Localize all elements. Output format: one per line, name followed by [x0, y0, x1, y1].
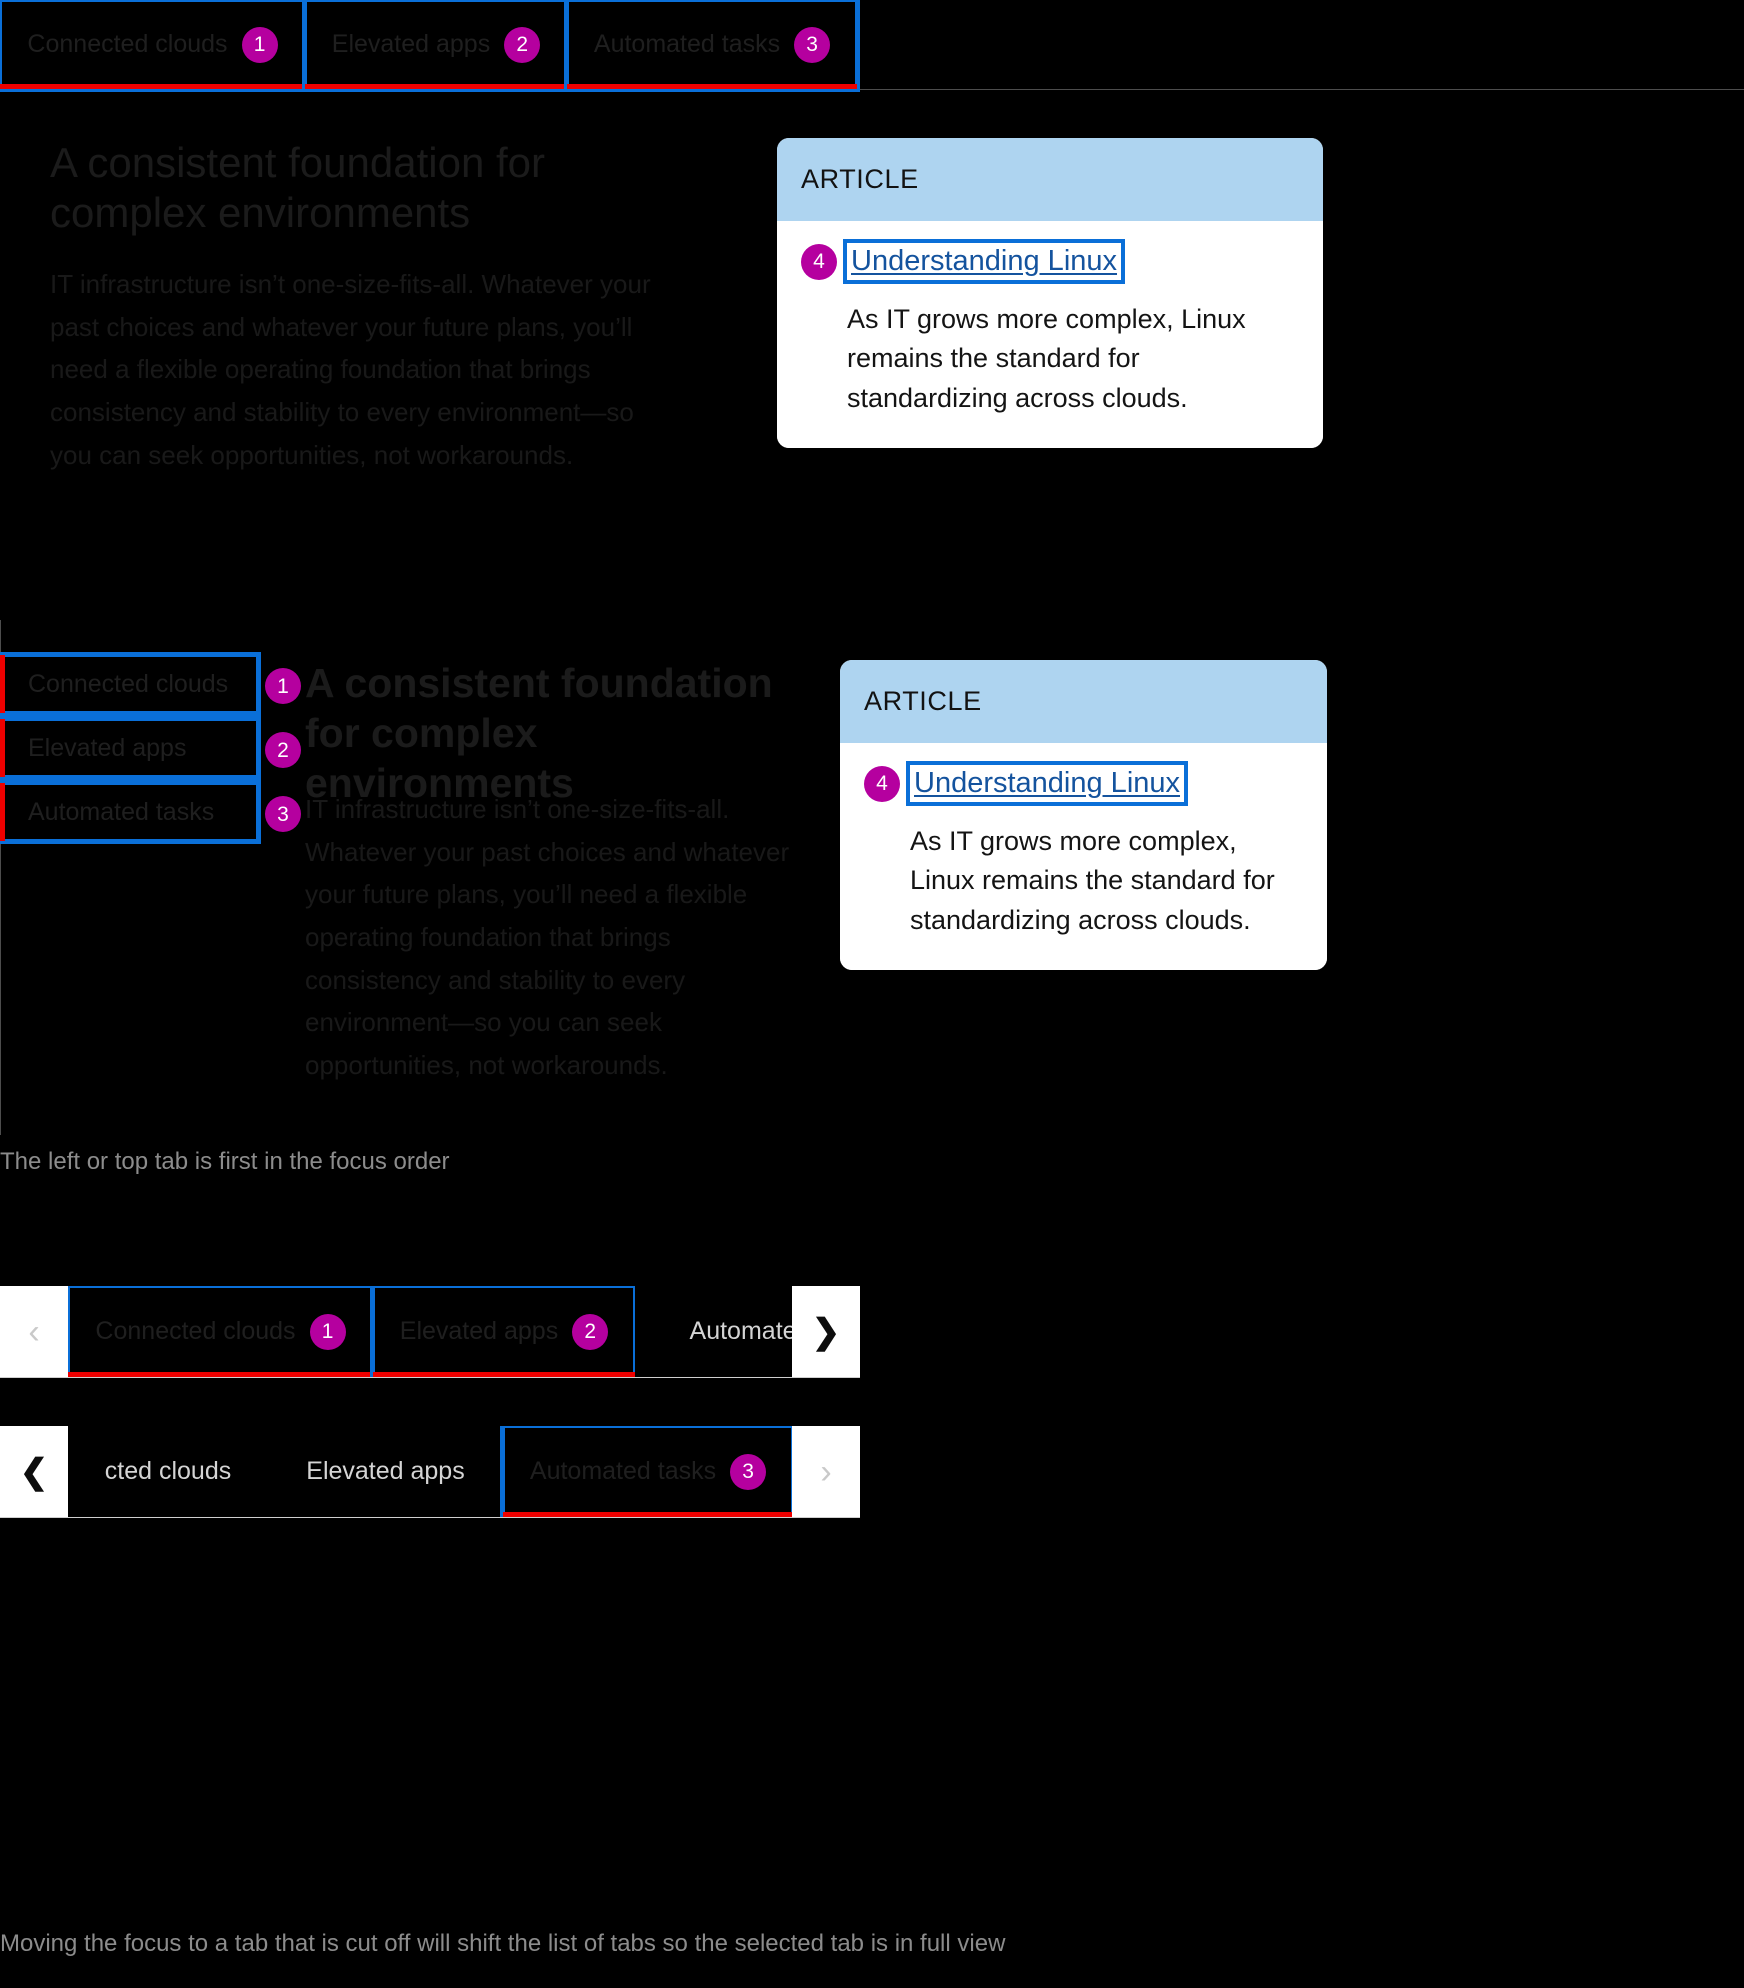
vtab-active-indicator [0, 783, 5, 841]
ctab-label: Connected clouds [95, 1317, 296, 1345]
horizontal-tabs-example: Connected clouds 1 Elevated apps 2 Autom… [0, 0, 1744, 620]
step-badge-1: 1 [265, 668, 301, 704]
tab-carousel-row-two: ❮ cted clouds Elevated apps Automated ta… [0, 1426, 860, 1518]
chevron-left-icon[interactable]: ‹ [0, 1286, 68, 1377]
chevron-left-icon[interactable]: ❮ [0, 1426, 68, 1517]
ctab-automated-tasks-cutoff[interactable]: Automated [635, 1286, 792, 1377]
article-card: ARTICLE 4 Understanding Linux As IT grow… [777, 138, 1323, 449]
ctab-connected-clouds-cutoff[interactable]: cted clouds [68, 1426, 268, 1517]
step-badge-2: 2 [504, 26, 541, 63]
ctab-label: Automated [689, 1317, 792, 1345]
panel-heading: A consistent foundation for complex envi… [305, 660, 773, 807]
ctab-label: Elevated apps [306, 1457, 465, 1485]
article-card-description: As IT grows more complex, Linux remains … [847, 304, 1246, 413]
article-link-row: 4 Understanding Linux [801, 239, 1299, 284]
tab-active-indicator [305, 84, 567, 89]
step-badge-3: 3 [265, 796, 301, 832]
step-badge-3: 3 [794, 26, 831, 63]
tab-connected-clouds[interactable]: Connected clouds 1 [0, 0, 308, 92]
vtab-elevated-apps[interactable]: Elevated apps [0, 716, 261, 780]
caption-focus-order: The left or top tab is first in the focu… [0, 1148, 450, 1175]
tablist-horizontal: Connected clouds 1 Elevated apps 2 Autom… [0, 0, 1744, 92]
tab-active-indicator [0, 84, 305, 89]
step-badge-1: 1 [241, 26, 278, 63]
step-badge-3: 3 [730, 1453, 767, 1490]
article-link-understanding-linux[interactable]: Understanding Linux [842, 239, 1126, 284]
ctab-active-indicator [68, 1372, 373, 1377]
tab-active-indicator [567, 84, 857, 89]
vtab-label: Connected clouds [28, 669, 229, 698]
step-badge-4: 4 [801, 243, 837, 280]
article-card-description: As IT grows more complex, Linux remains … [910, 826, 1275, 935]
vtab-active-indicator [0, 719, 5, 777]
ctab-elevated-apps[interactable]: Elevated apps [268, 1426, 503, 1517]
step-badge-2: 2 [265, 732, 301, 768]
tab-label: Elevated apps [331, 30, 491, 58]
step-badge-2: 2 [572, 1313, 609, 1350]
article-card-eyebrow: ARTICLE [840, 660, 1327, 743]
vertical-tabs-example: Connected clouds Elevated apps Automated… [0, 620, 1744, 1180]
step-badge-4: 4 [864, 765, 900, 802]
section-divider-rail [0, 620, 1, 1135]
tab-carousel-row-one: ‹ Connected clouds 1 Elevated apps 2 Aut… [0, 1286, 860, 1378]
ctab-label: Elevated apps [399, 1317, 559, 1345]
vtab-label: Automated tasks [28, 797, 215, 826]
ctab-automated-tasks[interactable]: Automated tasks 3 [500, 1426, 792, 1517]
ctab-label: cted clouds [104, 1457, 232, 1485]
panel-body-text: IT infrastructure isn’t one-size-fits-al… [305, 794, 790, 1080]
chevron-right-icon[interactable]: ❯ [792, 1286, 860, 1377]
carousel-track: Connected clouds 1 Elevated apps 2 Autom… [68, 1286, 792, 1377]
vtab-label: Elevated apps [28, 733, 187, 762]
vtab-automated-tasks[interactable]: Automated tasks [0, 780, 261, 844]
article-link-understanding-linux[interactable]: Understanding Linux [905, 761, 1189, 806]
step-badge-1: 1 [309, 1313, 346, 1350]
ctab-elevated-apps[interactable]: Elevated apps 2 [370, 1286, 638, 1377]
tab-elevated-apps[interactable]: Elevated apps 2 [302, 0, 570, 92]
ctab-label: Automated tasks [529, 1457, 717, 1485]
tab-label: Connected clouds [27, 30, 228, 58]
caption-carousel-shift: Moving the focus to a tab that is cut of… [0, 1930, 1006, 1957]
tab-label: Automated tasks [593, 30, 781, 58]
chevron-right-icon[interactable]: › [792, 1426, 860, 1517]
carousel-track: cted clouds Elevated apps Automated task… [68, 1426, 792, 1517]
panel-body-text: IT infrastructure isn’t one-size-fits-al… [50, 269, 651, 470]
article-card-eyebrow: ARTICLE [777, 138, 1323, 221]
article-card-body: 4 Understanding Linux As IT grows more c… [840, 743, 1327, 971]
panel-heading: A consistent foundation for complex envi… [50, 139, 545, 236]
tab-automated-tasks[interactable]: Automated tasks 3 [564, 0, 860, 92]
article-link-row: 4 Understanding Linux [864, 761, 1303, 806]
ctab-connected-clouds[interactable]: Connected clouds 1 [68, 1286, 376, 1377]
article-card: ARTICLE 4 Understanding Linux As IT grow… [840, 660, 1327, 971]
vtab-active-indicator [0, 655, 5, 713]
vtab-connected-clouds[interactable]: Connected clouds [0, 652, 261, 716]
article-card-body: 4 Understanding Linux As IT grows more c… [777, 221, 1323, 449]
ctab-active-indicator [503, 1512, 792, 1517]
ctab-active-indicator [373, 1372, 635, 1377]
tablist-vertical: Connected clouds Elevated apps Automated… [0, 652, 320, 847]
